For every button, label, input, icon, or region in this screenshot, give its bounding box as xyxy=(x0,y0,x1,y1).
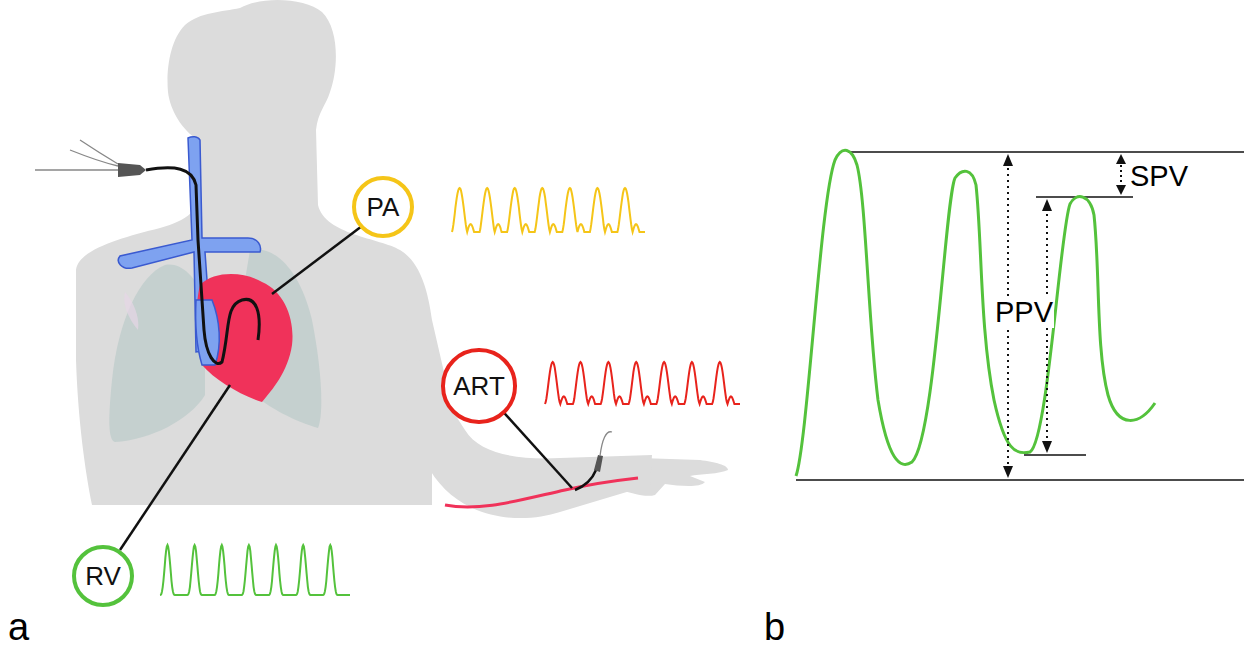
measure-label: SPV xyxy=(1130,162,1188,191)
right-atrium xyxy=(196,300,220,365)
arterial-catheter xyxy=(575,470,596,490)
leader-line xyxy=(272,226,362,294)
leader-line xyxy=(497,405,572,488)
reference-line xyxy=(848,151,1244,153)
arterial-wire xyxy=(600,432,612,456)
catheter-wires xyxy=(35,140,118,170)
panel-letter: a xyxy=(8,608,29,646)
pressure-waveform xyxy=(796,150,1155,476)
reference-line xyxy=(1024,454,1086,456)
signal-label: ART xyxy=(453,371,505,402)
left-lung xyxy=(109,265,205,442)
art-circle: ART xyxy=(441,348,517,424)
leader-line xyxy=(120,385,230,550)
rv-circle: RV xyxy=(72,545,134,607)
radial-artery xyxy=(445,478,638,507)
body-silhouette xyxy=(76,0,728,505)
catheter xyxy=(146,168,259,364)
lung-tint xyxy=(124,292,138,330)
signal-label: PA xyxy=(367,192,400,223)
pa-circle: PA xyxy=(352,176,414,238)
signal-label: RV xyxy=(85,561,121,592)
rv-waveform xyxy=(160,545,350,595)
heart xyxy=(196,274,292,402)
introducer-sheath xyxy=(118,163,146,177)
panel-letter: b xyxy=(764,608,785,646)
pa-waveform xyxy=(452,188,645,232)
forearm xyxy=(400,330,652,518)
arterial-cannula xyxy=(594,455,603,472)
art-waveform xyxy=(545,362,740,404)
reference-line xyxy=(796,479,1244,481)
measure-label: PPV xyxy=(994,297,1054,328)
